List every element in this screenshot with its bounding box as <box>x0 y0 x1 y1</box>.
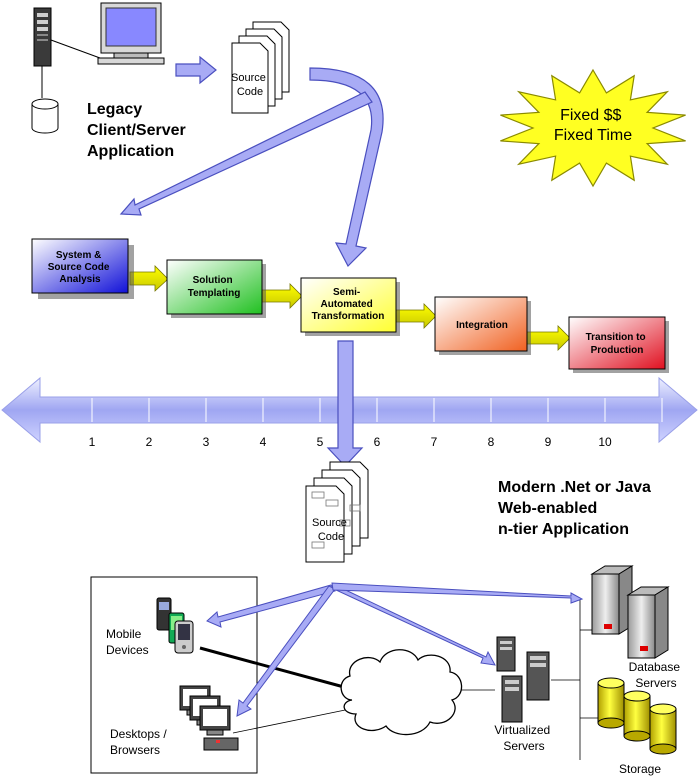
deployment-arrows <box>206 582 584 717</box>
network-cloud-icon <box>340 649 463 736</box>
source-to-transformation-arrow <box>309 67 384 268</box>
timeline-tick-labels: 1 2 3 4 5 6 7 8 9 10 <box>89 435 612 449</box>
step-transformation <box>300 277 400 336</box>
database-servers-label: Database Servers <box>629 660 684 690</box>
modern-title: Modern .Net or Java Web-enabled n-tier A… <box>498 479 655 538</box>
step-analysis-label: System & Source Code Analysis <box>48 250 112 285</box>
legacy-database-icon <box>31 66 59 134</box>
fixed-cost-label: Fixed $$ Fixed Time <box>554 107 632 144</box>
desktop-to-cloud-link <box>232 707 356 734</box>
timeline-tick-label: 9 <box>545 435 552 449</box>
legacy-title: Legacy Client/Server Application <box>87 101 190 160</box>
legacy-to-source-arrow <box>175 55 217 85</box>
mobile-devices-icon <box>156 597 194 654</box>
timeline-tick-label: 4 <box>260 435 267 449</box>
legacy-source-code-label: Source Code <box>231 72 269 98</box>
step-transformation-label: Semi- Automated Transformation <box>312 287 385 322</box>
database-servers-icon <box>590 565 670 659</box>
fixed-cost-starburst <box>500 68 686 188</box>
source-to-analysis-arrow <box>119 91 373 216</box>
timeline-tick-label: 8 <box>488 435 495 449</box>
timeline-ticks <box>91 398 663 422</box>
step-connector-arrow <box>261 283 303 309</box>
timeline-tick-label: 6 <box>374 435 381 449</box>
mobile-to-cloud-link <box>199 646 356 692</box>
step-integration <box>434 296 531 355</box>
legacy-source-code-icon <box>231 21 290 114</box>
timeline-tick-label: 3 <box>203 435 210 449</box>
timeline-tick-label: 10 <box>598 435 612 449</box>
timeline-tick-label: 7 <box>431 435 438 449</box>
timeline-tick-label: 1 <box>89 435 96 449</box>
step-templating-label: Solution Templating <box>188 275 241 299</box>
mobile-devices-label: Mobile Devices <box>106 627 149 657</box>
modern-source-code-icon <box>305 461 369 563</box>
step-templating <box>166 259 266 318</box>
legacy-server-icon <box>33 7 52 67</box>
desktops-label: Desktops / Browsers <box>110 727 170 757</box>
virtualized-servers-label: Virtualized Servers <box>494 723 553 753</box>
timeline-tick-label: 2 <box>146 435 153 449</box>
storage-label: Storage <box>619 762 661 776</box>
modern-source-code-label: Source Code <box>312 517 350 543</box>
step-connector-arrow <box>129 265 169 292</box>
timeline-tick-label: 5 <box>317 435 324 449</box>
storage-icon <box>597 677 677 755</box>
transformation-to-source-arrow <box>326 340 364 467</box>
step-integration-label: Integration <box>456 320 508 331</box>
step-production <box>568 316 669 373</box>
virtualized-servers-icon <box>496 636 550 723</box>
legacy-desktop-icon <box>50 2 165 65</box>
step-connector-arrow <box>525 325 571 351</box>
step-connector-arrow <box>394 303 437 329</box>
step-analysis <box>31 238 134 299</box>
desktops-icon <box>179 685 239 751</box>
step-production-label: Transition to Production <box>586 332 649 356</box>
